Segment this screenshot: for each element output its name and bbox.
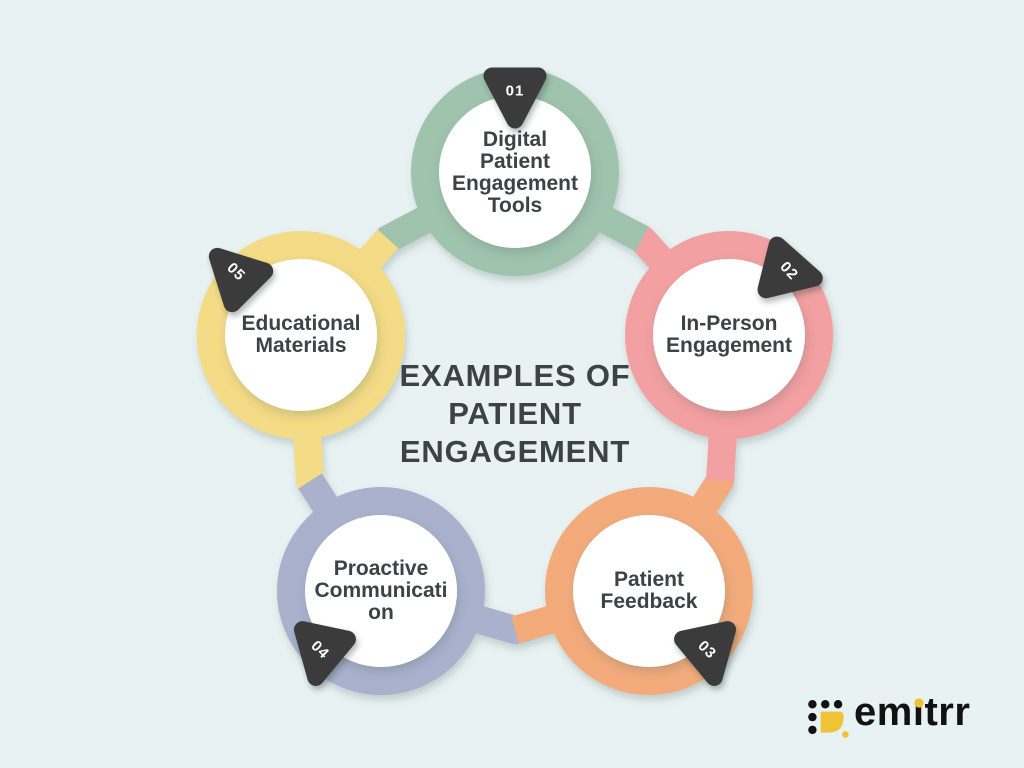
node-ring-2 <box>625 231 833 439</box>
emitrr-logo-mark <box>808 700 849 738</box>
badge-shape-3 <box>674 621 737 686</box>
node-label-line: Engagement <box>451 172 579 195</box>
logo-accent-arrow <box>820 711 849 738</box>
node-label-line: Proactive <box>333 557 429 580</box>
node-label-line: Feedback <box>600 590 698 613</box>
node-label-patient-feedback: Patient Feedback <box>564 569 734 613</box>
wordmark-part: em <box>854 690 913 734</box>
wordmark-part: trr <box>924 690 971 734</box>
page-title-line-2: PATIENT <box>448 396 582 431</box>
badge-shape-5 <box>208 247 274 313</box>
node-label-in-person-engagement: In-Person Engagement <box>644 313 814 357</box>
node-circle-3 <box>573 515 725 667</box>
node-label-line: Engagement <box>665 334 793 357</box>
node-circle-1 <box>439 96 591 248</box>
node-label-educational-materials: Educational Materials <box>216 313 386 357</box>
page-title-line-3: ENGAGEMENT <box>399 434 631 469</box>
node-circle-4 <box>305 515 457 667</box>
node-label-line: on <box>368 601 394 624</box>
node-label-line: Educational <box>241 312 361 335</box>
badge-number-1: 01 <box>506 83 525 100</box>
node-label-line: Communicati <box>314 579 448 602</box>
badge-shape-2 <box>757 236 823 299</box>
badge-shape-1 <box>483 67 547 129</box>
node-label-line: Tools <box>487 194 543 217</box>
node-label-line: Patient <box>479 150 550 173</box>
node-label-line: Digital <box>482 128 548 151</box>
node-label-digital-patient-engagement-tools: Digital Patient Engagement Tools <box>430 129 600 217</box>
page-title-line-1: EXAMPLES OF <box>399 358 631 393</box>
page-title: EXAMPLES OF PATIENT ENGAGEMENT <box>355 357 675 471</box>
badge-shape-4 <box>293 621 356 686</box>
logo-dots <box>808 700 843 735</box>
node-label-proactive-communication: Proactive Communicati on <box>296 558 466 624</box>
emitrr-wordmark: emıtrr <box>854 684 970 740</box>
emitrr-logo: emıtrr <box>806 690 1006 746</box>
node-circle-5 <box>225 259 377 411</box>
node-label-line: In-Person <box>680 312 778 335</box>
node-ring-3 <box>545 487 753 695</box>
i-dot-accent <box>914 698 924 708</box>
node-label-line: Materials <box>255 334 347 357</box>
node-ring-4 <box>277 487 485 695</box>
node-label-line: Patient <box>613 568 684 591</box>
node-ring-5 <box>197 231 405 439</box>
wordmark-part-dotless-i: ı <box>912 690 925 734</box>
